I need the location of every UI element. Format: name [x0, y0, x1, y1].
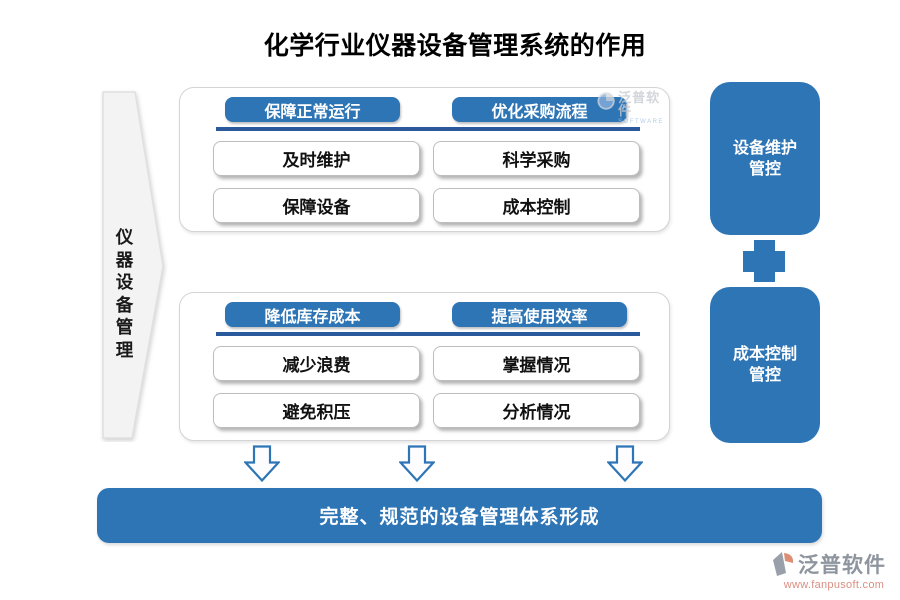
- benefit-group-inventory: 降低库存成本 提高使用效率 减少浪费 掌握情况 避免积压 分析情况: [179, 292, 670, 441]
- group2-divider: [216, 332, 640, 336]
- side-box2-line2: 管控: [748, 367, 781, 384]
- benefit-group-operation: 保障正常运行 优化采购流程 及时维护 科学采购 保障设备 成本控制 泛普软件 S…: [179, 87, 670, 232]
- group2-header-right: 提高使用效率: [452, 302, 627, 327]
- group1-item-scientific-procurement: 科学采购: [433, 141, 640, 176]
- down-arrow-icon: [399, 445, 435, 483]
- group1-header-left: 保障正常运行: [225, 97, 400, 122]
- page-title: 化学行业仪器设备管理系统的作用: [263, 32, 647, 60]
- result-bar: 完整、规范的设备管理体系形成: [97, 488, 822, 543]
- watermark-caption: SOFTWARE: [618, 119, 664, 125]
- left-banner-shape: [102, 91, 164, 439]
- side-box-cost-control: 成本控制 管控: [710, 287, 820, 443]
- group1-item-timely-maintenance: 及时维护: [213, 141, 420, 176]
- side-box1-line2: 管控: [748, 160, 781, 178]
- footer-logo: 泛普软件 www.fanpusoft.com: [772, 549, 896, 591]
- group2-item-grasp-situation: 掌握情况: [433, 346, 640, 381]
- side-box2-line1: 成本控制: [732, 346, 797, 363]
- down-arrow-icon: [607, 445, 643, 483]
- group1-item-cost-control: 成本控制: [433, 188, 640, 223]
- footer-brand-name: 泛普软件: [798, 554, 886, 577]
- group1-item-protect-equipment: 保障设备: [213, 188, 420, 223]
- group1-divider: [216, 127, 640, 131]
- side-box-equipment-maintenance-control: 设备维护 管控: [710, 82, 820, 235]
- footer-url: www.fanpusoft.com: [783, 579, 885, 591]
- group2-item-avoid-backlog: 避免积压: [213, 393, 420, 428]
- fanpu-logo-mark: [773, 551, 794, 576]
- group2-item-analyze-situation: 分析情况: [433, 393, 640, 428]
- group2-header-left: 降低库存成本: [225, 302, 400, 327]
- left-banner-label: 仪器设备管理: [115, 227, 134, 360]
- down-arrow-icon: [244, 445, 280, 483]
- watermark-logo-icon: [597, 92, 615, 110]
- group2-item-reduce-waste: 减少浪费: [213, 346, 420, 381]
- watermark-brand: 泛普软件: [618, 90, 661, 118]
- brand-watermark: 泛普软件 SOFTWARE: [597, 91, 669, 125]
- side-box1-line1: 设备维护: [732, 139, 797, 157]
- plus-icon: [743, 240, 785, 282]
